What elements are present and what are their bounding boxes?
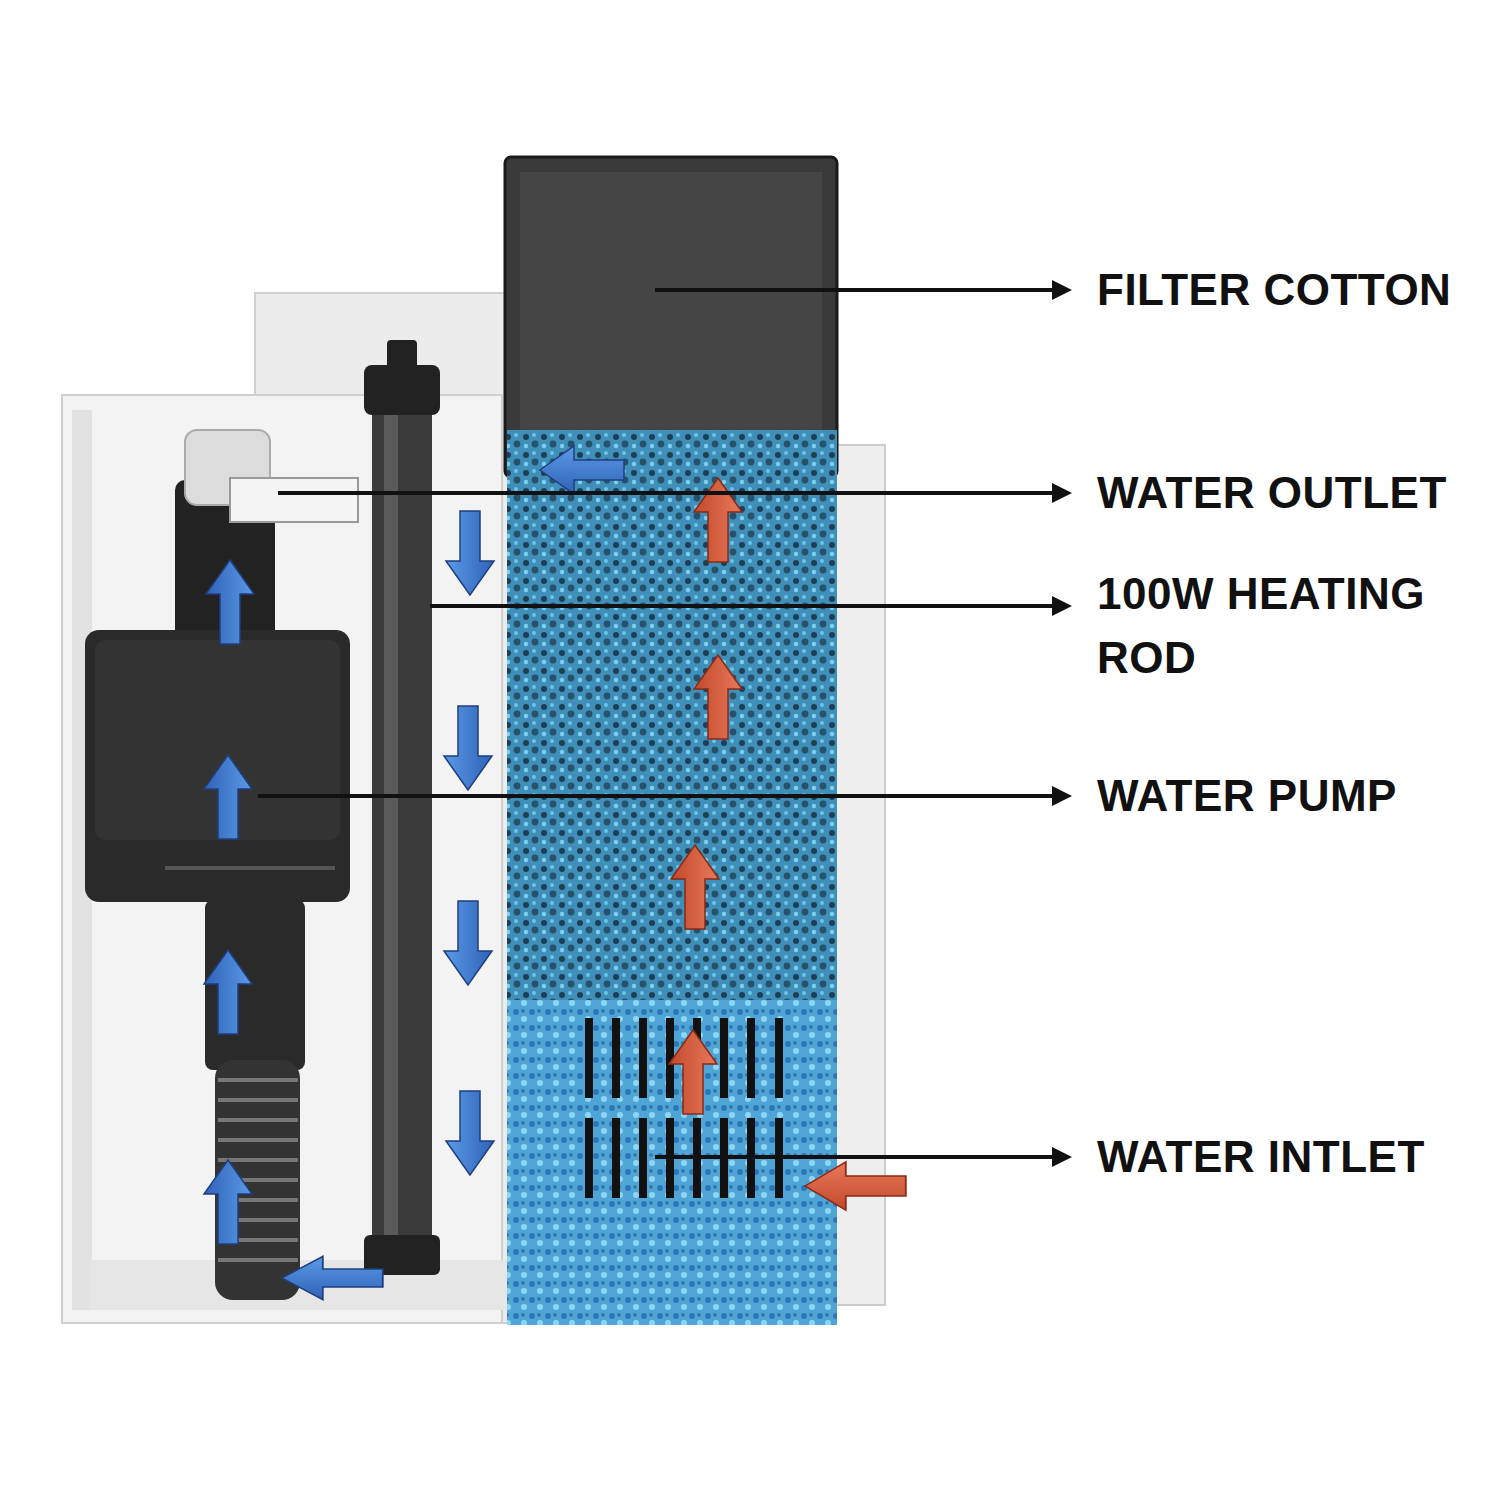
part-label: WATER PUMP <box>1097 764 1397 828</box>
part-label: WATER OUTLET <box>1097 461 1447 525</box>
part-label: WATER INTLET <box>1097 1125 1425 1189</box>
part-label: 100W HEATING ROD <box>1097 562 1477 690</box>
part-label: FILTER COTTON <box>1097 258 1451 322</box>
